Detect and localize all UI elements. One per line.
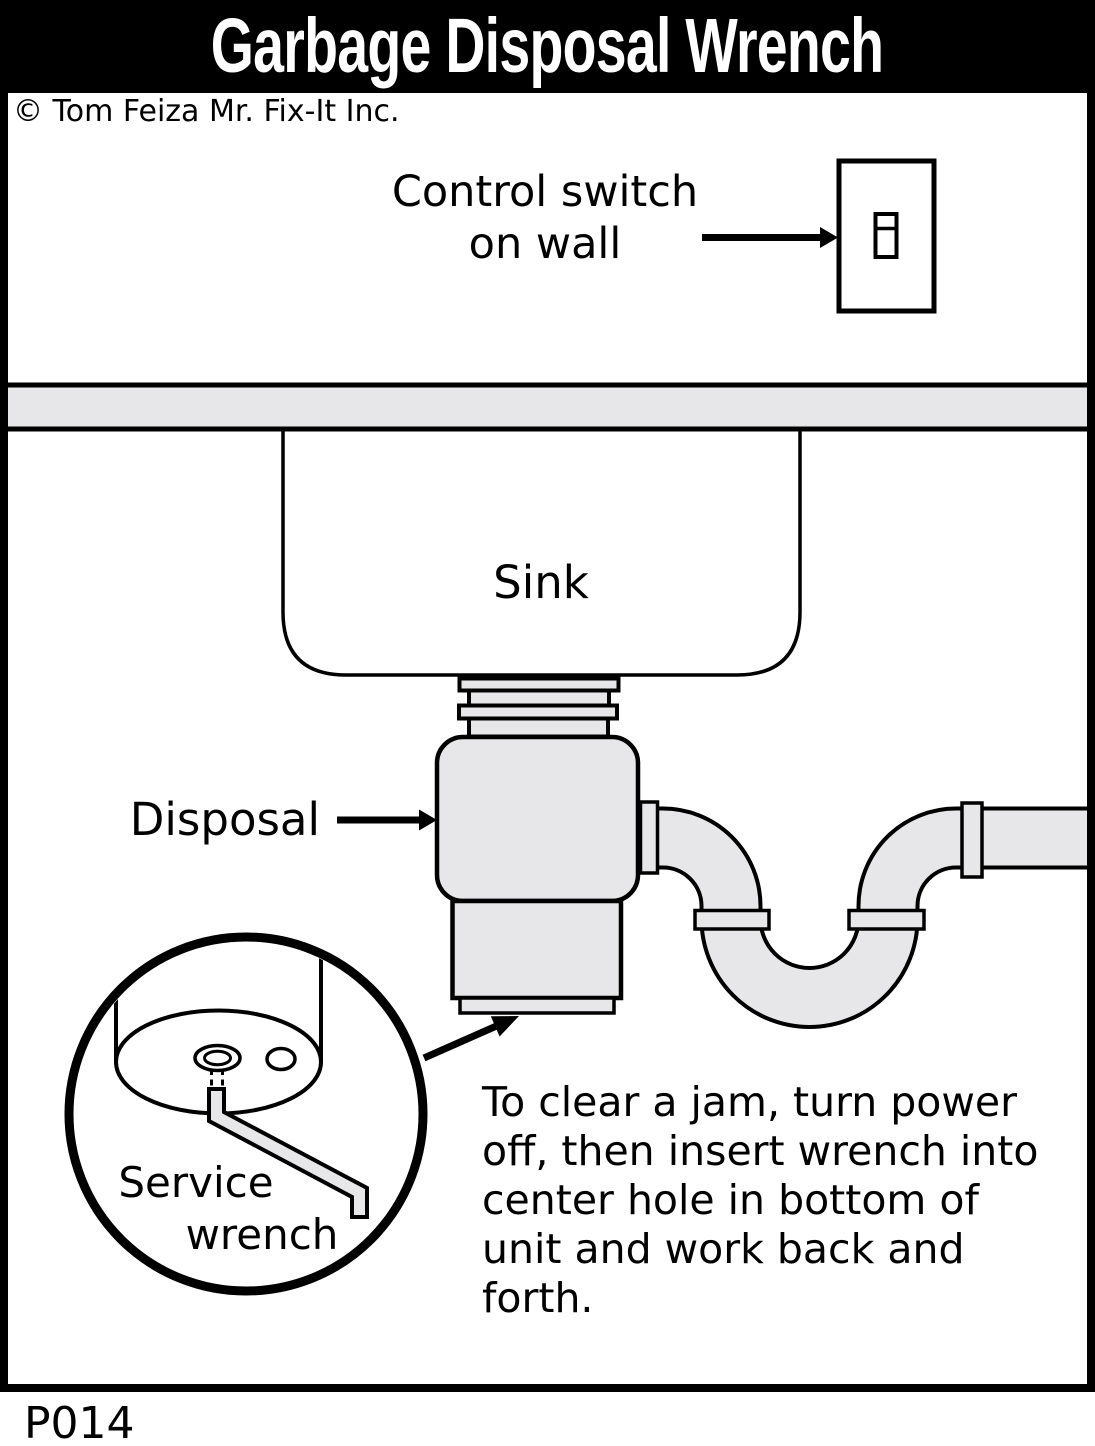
title-bar: Garbage Disposal Wrench xyxy=(0,0,1095,93)
countertop-band xyxy=(0,382,1095,432)
figure-code: P014 xyxy=(24,1398,135,1446)
control-switch-arrow xyxy=(702,227,838,248)
pipe-couplings xyxy=(693,801,984,931)
side-hole xyxy=(265,1046,297,1072)
disposal-unit xyxy=(434,734,641,1015)
service-wrench-label-line1: Service xyxy=(118,1158,274,1207)
wall-switch xyxy=(836,158,937,314)
control-switch-label: Control switch on wall xyxy=(391,167,699,269)
disposal-outlet-fitting xyxy=(638,800,660,875)
disposal-label: Disposal xyxy=(129,793,320,846)
sink-outline xyxy=(281,430,802,677)
drain-flange-stack xyxy=(457,676,621,739)
p-trap-pipe xyxy=(657,806,1092,1029)
inset-pointer-arrow xyxy=(422,1016,519,1062)
instructions-text: To clear a jam, turn power off, then ins… xyxy=(482,1078,1039,1322)
service-wrench-label-line2: wrench xyxy=(185,1210,339,1259)
service-wrench-drawing xyxy=(207,1087,369,1219)
page-title: Garbage Disposal Wrench xyxy=(211,3,884,89)
center-hole-inner xyxy=(203,1049,232,1067)
copyright-text: © Tom Feiza Mr. Fix-It Inc. xyxy=(13,94,400,129)
switch-toggle xyxy=(873,212,899,259)
inset-circle xyxy=(64,932,428,1296)
disposal-arrow xyxy=(337,809,437,831)
sink-label: Sink xyxy=(493,556,589,609)
